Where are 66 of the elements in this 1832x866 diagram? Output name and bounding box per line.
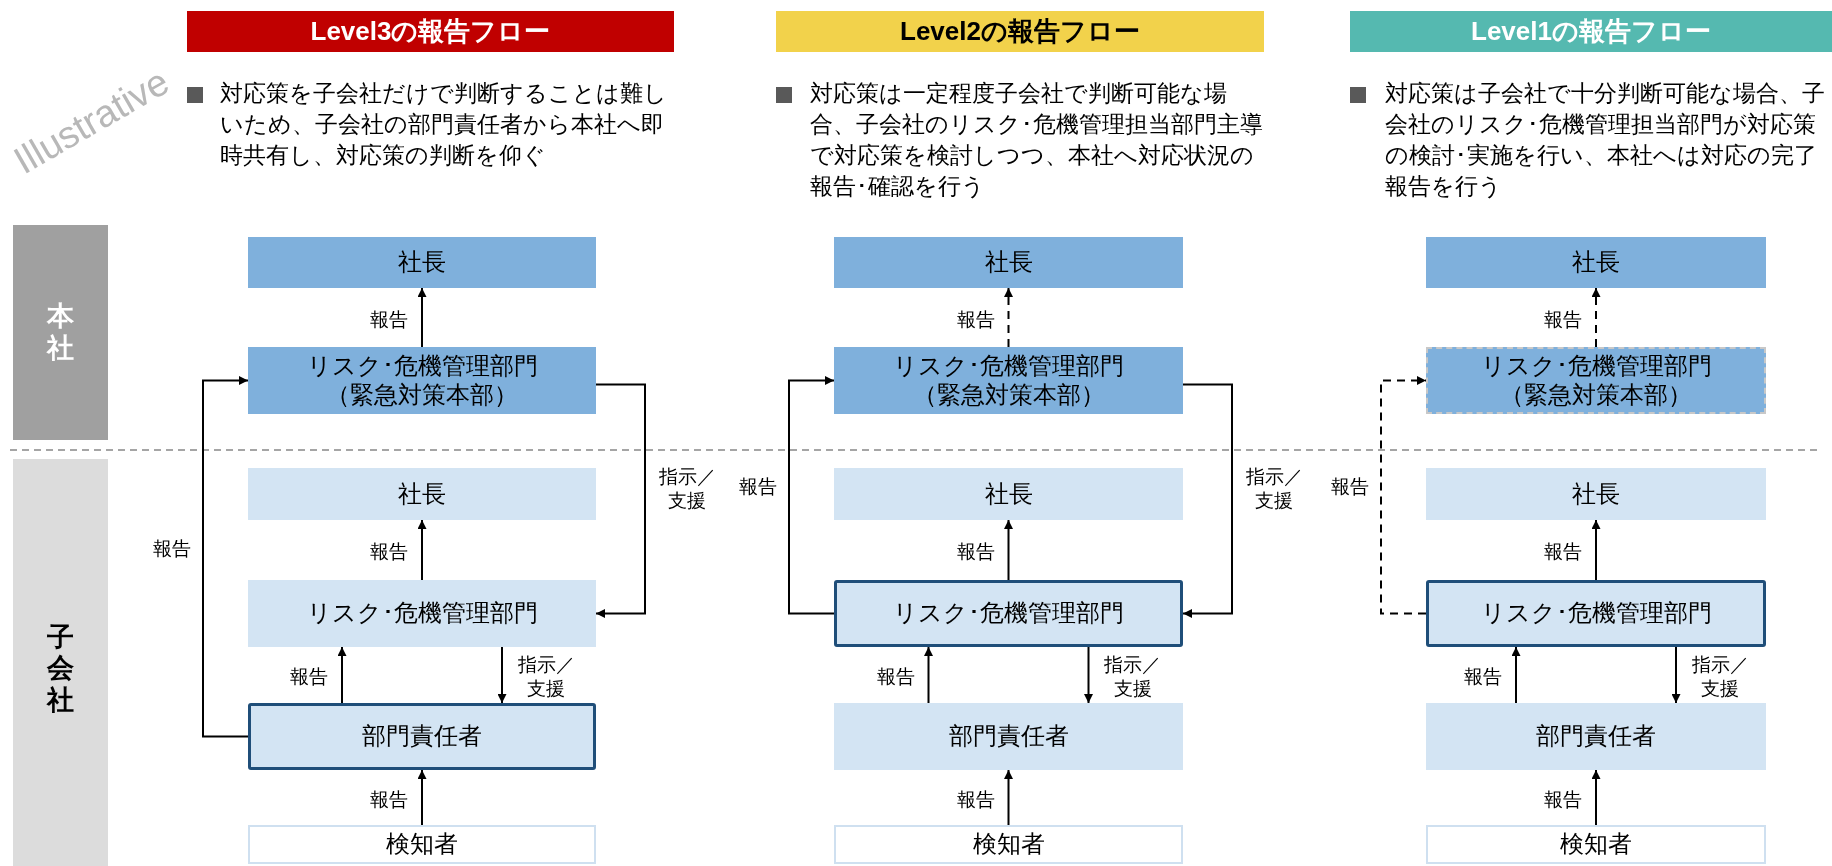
role-box: 部門責任者 — [1426, 703, 1766, 770]
edge-label: 報告 — [370, 787, 408, 812]
role-box: 検知者 — [1426, 825, 1766, 864]
edge-label: 報告 — [370, 540, 408, 564]
arrow — [202, 376, 249, 738]
title-banner: Level3の報告フロー — [187, 11, 674, 52]
edge-label: 報告 — [1544, 307, 1582, 332]
edge-label: 指示／支援 — [657, 465, 717, 513]
role-box: 検知者 — [248, 825, 596, 864]
edge-label: 報告 — [1544, 540, 1582, 564]
edge-label: 報告 — [739, 475, 777, 499]
title-banner: Level1の報告フロー — [1350, 11, 1832, 52]
edge-label: 指示／支援 — [1690, 653, 1750, 701]
role-box: 部門責任者 — [248, 703, 596, 770]
edge-label: 報告 — [1464, 665, 1502, 689]
edge-label: 指示／支援 — [1103, 653, 1162, 701]
department-box: リスク･危機管理部門 — [248, 580, 596, 647]
arrow — [1004, 519, 1013, 581]
department-box: リスク･危機管理部門 — [834, 580, 1183, 647]
section-band: 子会社 — [13, 459, 108, 866]
department-box: リスク･危機管理部門 — [1426, 580, 1766, 647]
edge-label: 報告 — [370, 307, 408, 332]
edge-label: 指示／支援 — [516, 653, 576, 701]
arrow — [1084, 646, 1093, 704]
description-text: 対応策を子会社だけで判断することは難しいため、子会社の部門責任者から本社へ即時共有し、対応策の判断を仰ぐ — [220, 79, 668, 171]
edge-label: 報告 — [153, 536, 191, 561]
arrow — [1004, 769, 1013, 826]
role-box: 社長 — [1426, 237, 1766, 288]
arrow — [417, 287, 427, 348]
arrow — [1591, 519, 1601, 581]
role-box: 社長 — [248, 468, 596, 520]
edge-label: 報告 — [956, 540, 995, 564]
description-text: 対応策は一定程度子会社で判断可能な場合、子会社のリスク･危機管理担当部門主導で対応策を検討しつつ、本社へ対応状況の報告･確認を行う — [810, 79, 1264, 202]
arrow — [497, 646, 507, 704]
role-box: 社長 — [1426, 468, 1766, 520]
arrow — [1591, 287, 1601, 348]
edge-label: 報告 — [956, 787, 995, 812]
edge-label: 報告 — [1544, 787, 1582, 812]
role-box: 部門責任者 — [834, 703, 1183, 770]
arrow — [1380, 376, 1427, 615]
edge-label: 報告 — [956, 307, 995, 332]
arrow — [595, 383, 646, 618]
edge-label: 報告 — [1331, 475, 1369, 499]
description-text: 対応策は子会社で十分判断可能な場合、子会社のリスク･危機管理担当部門が対応策の検討･実施を行い、本社へは対応の完了報告を行う — [1385, 79, 1825, 202]
arrow — [1511, 646, 1521, 704]
department-box: リスク･危機管理部門 （緊急対策本部） — [834, 347, 1183, 414]
edge-label: 報告 — [876, 665, 915, 689]
arrow — [417, 769, 427, 826]
role-box: 社長 — [834, 468, 1183, 520]
arrow — [1591, 769, 1601, 826]
arrow — [1182, 383, 1233, 618]
title-banner: Level2の報告フロー — [776, 11, 1264, 52]
department-box: リスク･危機管理部門 （緊急対策本部） — [248, 347, 596, 414]
edge-label: 報告 — [290, 665, 328, 689]
role-box: 検知者 — [834, 825, 1183, 864]
arrow — [1671, 646, 1681, 704]
arrow — [1004, 287, 1013, 348]
arrow — [788, 376, 835, 615]
section-band: 本社 — [13, 225, 108, 440]
role-box: 社長 — [834, 237, 1183, 288]
role-box: 社長 — [248, 237, 596, 288]
department-box: リスク･危機管理部門 （緊急対策本部） — [1426, 347, 1766, 414]
arrow — [337, 646, 347, 704]
edge-label: 指示／支援 — [1244, 465, 1304, 513]
arrow — [924, 646, 933, 704]
arrow — [417, 519, 427, 581]
